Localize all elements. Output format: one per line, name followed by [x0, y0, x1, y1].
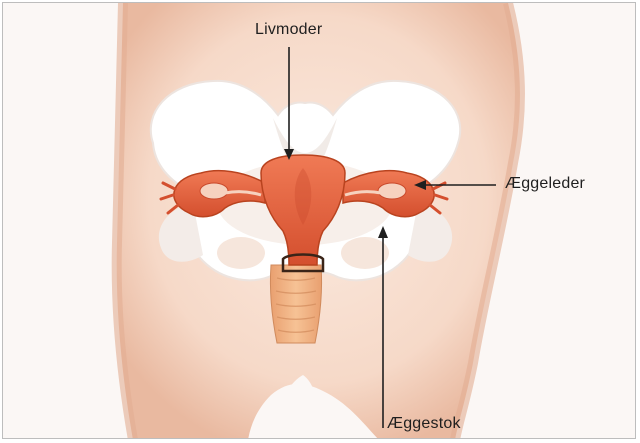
label-aeggeleder: Æggeleder — [505, 175, 585, 193]
ovary-right — [378, 183, 406, 199]
label-livmoder: Livmoder — [255, 21, 322, 39]
diagram-frame: Livmoder Æggeleder Æggestok — [2, 2, 636, 439]
anatomy-illustration — [3, 3, 636, 439]
label-aeggestok: Æggestok — [387, 415, 461, 433]
ovary-left — [200, 183, 228, 199]
